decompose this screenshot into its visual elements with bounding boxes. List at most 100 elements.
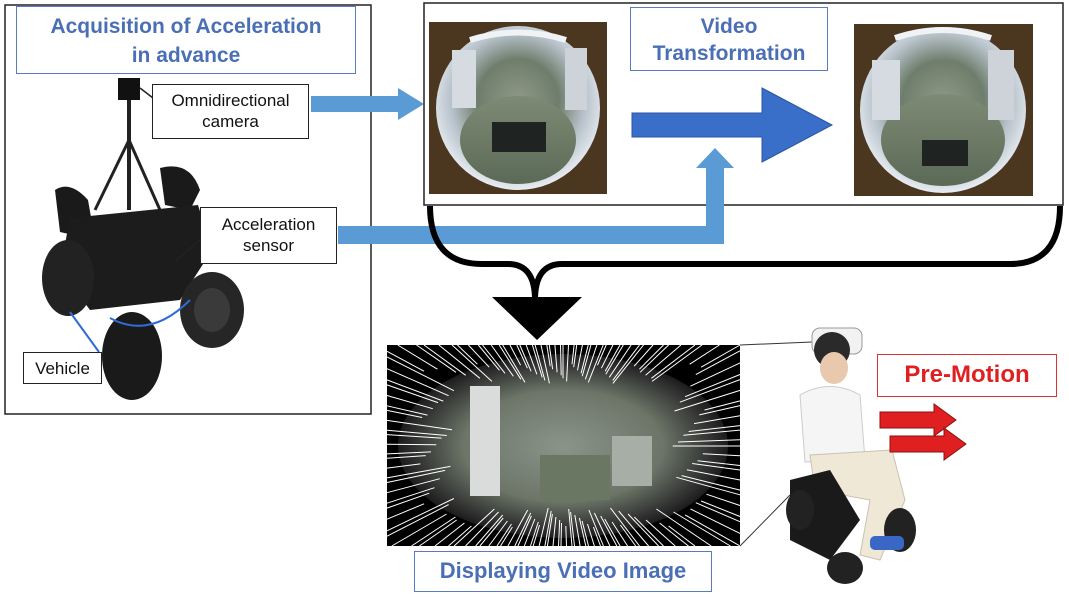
speed-line [690, 508, 741, 534]
speed-line [688, 425, 741, 432]
speed-line [633, 344, 654, 367]
speed-line [580, 344, 589, 374]
speed-line [604, 344, 621, 372]
speed-line [554, 344, 558, 373]
speed-line [386, 503, 425, 520]
speed-line [496, 523, 512, 547]
speed-line [600, 515, 618, 547]
speed-line [552, 516, 557, 547]
camera-label-line1: Omnidirectional [171, 91, 290, 110]
speed-line [386, 379, 444, 402]
speed-line [676, 476, 741, 496]
person-photo [786, 327, 916, 584]
speed-line [500, 526, 513, 547]
speed-line [571, 344, 575, 365]
speed-line [411, 516, 456, 547]
speed-line [612, 344, 640, 381]
speed-line [702, 453, 741, 457]
display-video-image [386, 344, 741, 547]
speed-line [386, 504, 449, 537]
speed-line [560, 522, 562, 547]
speed-line [608, 344, 632, 378]
sensor-label-line1: Acceleration [221, 215, 316, 234]
fisheye-photo-before [429, 22, 607, 194]
speed-line [619, 524, 637, 547]
speed-line [416, 344, 457, 373]
vehicle-photo [42, 78, 244, 400]
speed-line [565, 525, 567, 547]
speed-line [560, 344, 562, 376]
speed-line [523, 518, 536, 547]
speed-line [645, 344, 682, 376]
speed-line [699, 405, 741, 416]
speed-line [509, 344, 522, 366]
speed-line [558, 519, 561, 547]
speed-line [546, 344, 551, 367]
speed-line [581, 520, 589, 547]
speed-line [532, 524, 540, 547]
transformation-arrow [631, 87, 834, 163]
speed-line [386, 405, 428, 416]
premotion-label-text: Pre-Motion [904, 361, 1030, 388]
speed-line [600, 344, 614, 369]
speed-line [386, 368, 449, 397]
speed-line [593, 512, 611, 547]
speed-line [546, 513, 553, 547]
acquisition-title: Acquisition of Acceleration in advance [16, 6, 356, 74]
speed-line [573, 344, 578, 368]
speed-line [531, 344, 543, 378]
speed-line [578, 517, 587, 547]
speed-line [448, 525, 472, 547]
acquisition-title-line1: Acquisition of Acceleration [50, 15, 322, 38]
speed-line [692, 463, 741, 471]
speed-line [519, 344, 532, 372]
speed-line [386, 429, 447, 436]
speed-line [516, 344, 528, 369]
merge-bracket [427, 205, 1063, 301]
speed-line [686, 469, 741, 481]
speed-line [700, 500, 741, 517]
speed-line [574, 514, 581, 547]
speed-line [525, 344, 538, 375]
speed-line [674, 389, 741, 412]
sensor-to-transform-arrow [338, 148, 734, 244]
vehicle-label: Vehicle [23, 352, 102, 384]
speed-line [438, 344, 481, 379]
speed-line [548, 344, 554, 370]
speed-line [656, 508, 712, 547]
speed-line [683, 429, 741, 436]
speed-line [681, 475, 741, 491]
speed-line [592, 526, 601, 547]
speed-line [651, 344, 696, 379]
speed-line [507, 509, 529, 547]
transformation-title-line1: Video [700, 15, 758, 38]
speed-line [386, 443, 437, 446]
speed-line [633, 516, 664, 547]
speed-line [610, 507, 640, 547]
speed-line [605, 344, 624, 375]
speed-line [695, 350, 741, 376]
speed-line [386, 350, 425, 372]
speed-line [668, 525, 696, 547]
speed-line [570, 511, 575, 547]
speed-line [517, 515, 532, 547]
speed-line [419, 519, 457, 547]
speed-line [568, 508, 573, 547]
speed-line [612, 344, 644, 384]
speed-line [386, 487, 435, 504]
speed-line [577, 344, 583, 371]
speed-line [587, 344, 604, 383]
speed-line [544, 510, 552, 547]
vehicle-label-text: Vehicle [35, 359, 90, 378]
premotion-label: Pre-Motion [877, 354, 1057, 397]
speed-line [391, 513, 447, 547]
speed-lines [386, 344, 741, 547]
premotion-arrow-2 [889, 427, 967, 461]
speed-line [581, 344, 592, 377]
speed-line [597, 344, 607, 366]
speed-line [693, 415, 741, 425]
speed-line [502, 344, 526, 383]
speed-line [684, 374, 741, 398]
speed-line [386, 478, 440, 494]
speed-line [684, 514, 741, 547]
